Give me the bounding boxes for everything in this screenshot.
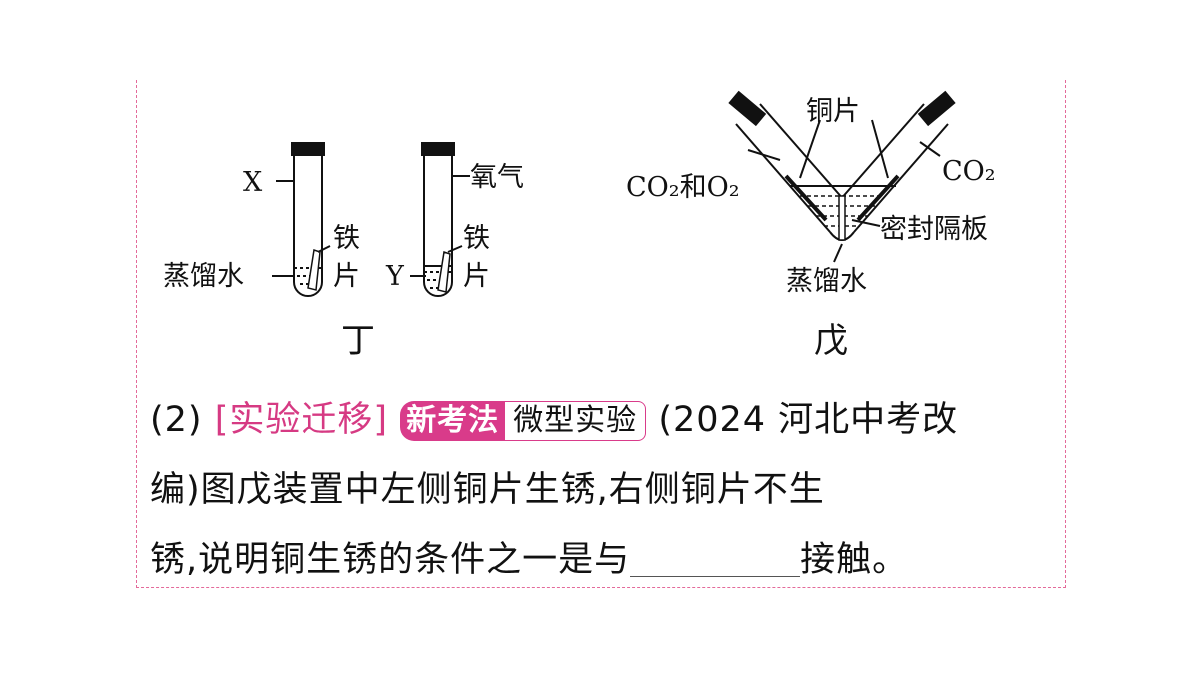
- copper-strip-right: [856, 174, 900, 222]
- caption-ding: 丁: [341, 321, 375, 361]
- label-iron-left-2: 片: [333, 261, 360, 292]
- label-co2: CO₂: [942, 156, 996, 187]
- v-tube: [728, 90, 956, 263]
- label-co2-o2: CO₂和O₂: [626, 172, 740, 203]
- label-y: Y: [385, 261, 405, 292]
- answer-blank[interactable]: [630, 536, 801, 577]
- experiment-figure: X 铁 片 蒸馏水 氧气 铁 片 Y 丁: [163, 90, 996, 361]
- caption-wu: 戊: [814, 321, 848, 361]
- tag-close-bracket: ]: [373, 400, 389, 440]
- question-line-2: 编)图戊装置中左侧铜片生锈,右侧铜片不生: [150, 470, 825, 510]
- badge-new-method: 新考法: [400, 401, 506, 441]
- label-oxygen: 氧气: [470, 162, 524, 193]
- iron-strip: [437, 251, 451, 293]
- label-iron-right-2: 片: [463, 261, 490, 292]
- label-partition: 密封隔板: [880, 214, 988, 245]
- question-source: (2024 河北中考改: [658, 400, 959, 440]
- label-iron-left-1: 铁: [333, 223, 360, 254]
- question-line-1: (2) [实验迁移] 新考法微型实验 (2024 河北中考改: [150, 385, 1060, 455]
- iron-strip: [307, 249, 321, 291]
- test-tube-x: [272, 142, 331, 297]
- label-iron-right-1: 铁: [463, 223, 490, 254]
- copper-strip-left: [784, 174, 828, 222]
- label-distilled-water-ding: 蒸馏水: [163, 261, 244, 292]
- question-number: (2): [150, 400, 203, 440]
- label-copper: 铜片: [806, 96, 860, 127]
- question-line-3-end: 接触。: [800, 540, 909, 580]
- question-text: (2) [实验迁移] 新考法微型实验 (2024 河北中考改 编)图戊装置中左侧…: [150, 385, 1060, 595]
- label-distilled-water-wu: 蒸馏水: [786, 266, 867, 297]
- tag-open-bracket: [: [214, 400, 230, 440]
- tag-experiment-transfer: 实验迁移: [229, 400, 374, 440]
- question-line-3: 锈,说明铜生锈的条件之一是与 接触。: [150, 525, 1060, 595]
- test-tube-y: [410, 142, 470, 297]
- question-line-3-start: 锈,说明铜生锈的条件之一是与: [150, 540, 631, 580]
- label-x: X: [243, 167, 263, 198]
- question-frame: [136, 80, 1066, 588]
- badge-micro-experiment: 微型实验: [505, 401, 647, 441]
- sealed-partition: [838, 195, 846, 241]
